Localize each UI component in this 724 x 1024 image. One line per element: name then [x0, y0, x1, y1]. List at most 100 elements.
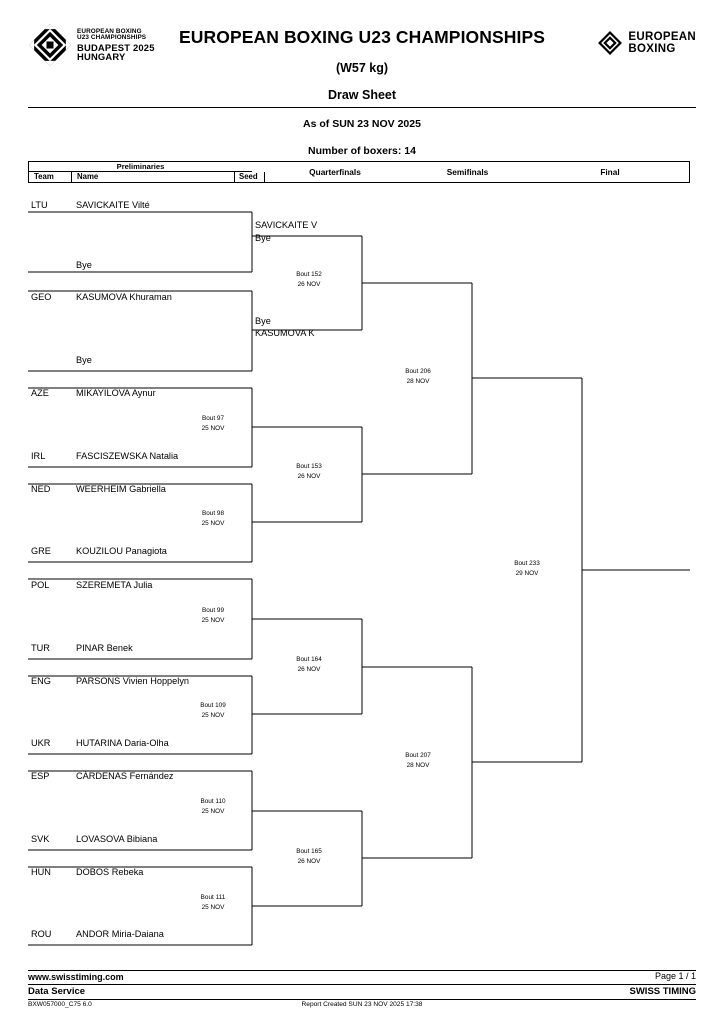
prelim-team-13: ROU — [31, 929, 52, 939]
prelim-team-8: ENG — [31, 676, 51, 686]
sf-bout-1-id: Bout 207 — [405, 752, 431, 759]
qf-bout-1-date: 26 NOV — [297, 472, 321, 480]
colhead-quarterfinals: Quarterfinals — [309, 167, 361, 177]
qf-bout-3-date: 26 NOV — [297, 857, 321, 865]
prelim-name-7: PINAR Benek — [76, 643, 133, 653]
event-logo-line2: U23 CHAMPIONSHIPS — [77, 34, 147, 42]
prelim-team-11: SVK — [31, 834, 50, 844]
prelim-bout-3: Bout 109 25 NOV — [176, 701, 250, 720]
footer-report-code: BXW057000_C75 6.0 — [28, 1001, 92, 1008]
footer-report-created: Report Created SUN 23 NOV 2025 17:38 — [301, 1001, 423, 1008]
prelim-bout-3-date: 25 NOV — [201, 711, 225, 719]
footer-divider-bottom — [28, 999, 696, 1000]
document-type-label: Draw Sheet — [327, 88, 397, 102]
page-header: EUROPEAN BOXING U23 CHAMPIONSHIPS BUDAPE… — [0, 0, 724, 110]
final-bout-date: 29 NOV — [515, 569, 539, 577]
prelim-bout-5-date: 25 NOV — [201, 903, 225, 911]
sf-bout-1-date: 28 NOV — [406, 761, 430, 769]
prelim-team-9: UKR — [31, 738, 51, 748]
federation-logo: EUROPEAN BOXING — [597, 30, 696, 56]
prelim-name-13: ANDOR Miria-Daiana — [76, 929, 164, 939]
prelim-bout-2-id: Bout 99 — [201, 607, 225, 614]
prelim-team-12: HUN — [31, 867, 51, 877]
prelim-name-0: SAVICKAITE Vilté — [76, 200, 150, 210]
prelim-team-2: AZE — [31, 388, 49, 398]
colhead-name: Name — [72, 172, 235, 182]
as-of-date: As of SUN 23 NOV 2025 — [303, 118, 421, 130]
prelim-bout-0-date: 25 NOV — [201, 424, 225, 432]
prelim-bout-5-id: Bout 111 — [200, 894, 226, 901]
prelim-name-9: HUTARINA Daria-Olha — [76, 738, 169, 748]
prelim-team-4: NED — [31, 484, 51, 494]
header-divider — [28, 107, 696, 108]
prelim-name-11: LOVASOVA Bibiana — [76, 834, 158, 844]
federation-logo-line2: BOXING — [628, 43, 676, 55]
sf-bout-0: Bout 206 28 NOV — [381, 367, 455, 386]
prelim-name-3: FASCISZEWSKA Natalia — [76, 451, 179, 461]
footer-website[interactable]: www.swisstiming.com — [28, 972, 124, 982]
prelim-team-6: POL — [31, 580, 50, 590]
event-logo: EUROPEAN BOXING U23 CHAMPIONSHIPS BUDAPE… — [28, 22, 178, 68]
prelim-name-10: CÁRDENAS Fernández — [76, 771, 174, 781]
prelim-team-0: LTU — [31, 200, 48, 210]
colhead-preliminaries: Preliminaries — [29, 162, 252, 172]
prelim-bout-4-date: 25 NOV — [201, 807, 225, 815]
qf-bout-0-date: 26 NOV — [297, 280, 321, 288]
prelim-bout-5: Bout 111 25 NOV — [176, 893, 250, 912]
qf-bout-1: Bout 153 26 NOV — [272, 462, 346, 481]
prelim-bout-1: Bout 98 25 NOV — [176, 509, 250, 528]
colhead-seed: Seed — [235, 172, 265, 182]
qf-name-1: Bye — [255, 233, 271, 243]
prelim-bout-4-id: Bout 110 — [200, 798, 226, 805]
event-logo-line3: BUDAPEST 2025 — [77, 41, 155, 53]
footer-divider-mid — [28, 984, 696, 985]
qf-bout-3-id: Bout 165 — [296, 848, 322, 855]
prelim-opponent-1: Bye — [76, 355, 92, 365]
colhead-final: Final — [600, 167, 620, 177]
sf-bout-0-id: Bout 206 — [405, 368, 431, 375]
european-boxing-diamond-icon — [598, 31, 623, 55]
round-column-headers: Preliminaries Team Name Seed Quarterfina… — [28, 161, 690, 183]
prelim-name-6: SZEREMETA Julia — [76, 580, 153, 590]
qf-bout-3: Bout 165 26 NOV — [272, 847, 346, 866]
page-footer: www.swisstiming.com Page 1 / 1 Data Serv… — [0, 960, 724, 1024]
qf-name-0: SAVICKAITE V — [255, 220, 318, 230]
sf-bout-0-date: 28 NOV — [406, 377, 430, 385]
prelim-bout-2-date: 25 NOV — [201, 616, 225, 624]
page-title: EUROPEAN BOXING U23 CHAMPIONSHIPS — [179, 27, 545, 47]
event-logo-line4: HUNGARY — [77, 50, 126, 62]
qf-bout-0: Bout 152 26 NOV — [272, 270, 346, 289]
prelim-team-7: TUR — [31, 643, 50, 653]
prelim-team-3: IRL — [31, 451, 46, 461]
prelim-name-1: KASUMOVA Khuraman — [76, 292, 172, 302]
prelim-opponent-0: Bye — [76, 260, 92, 270]
qf-bout-0-id: Bout 152 — [296, 271, 322, 278]
prelim-team-5: GRE — [31, 546, 51, 556]
colhead-semifinals: Semifinals — [446, 167, 489, 177]
footer-brand: SWISS TIMING — [629, 986, 697, 997]
prelim-name-12: DOBOS Rebeka — [76, 867, 144, 877]
prelim-name-2: MIKAYILOVA Aynur — [76, 388, 156, 398]
prelim-name-4: WEERHEIM Gabriella — [76, 484, 166, 494]
footer-divider-top — [28, 970, 696, 971]
qf-bout-2: Bout 164 26 NOV — [272, 655, 346, 674]
prelim-name-8: PARSONS Vivien Hoppelyn — [76, 676, 190, 686]
colhead-border — [28, 161, 690, 183]
budapest-2025-diamond-icon — [28, 23, 72, 67]
prelim-team-10: ESP — [31, 771, 50, 781]
prelim-team-1: GEO — [31, 292, 52, 302]
prelim-bout-2: Bout 99 25 NOV — [176, 606, 250, 625]
qf-bout-2-date: 26 NOV — [297, 665, 321, 673]
qf-bout-2-id: Bout 164 — [296, 656, 322, 663]
prelim-bout-1-date: 25 NOV — [201, 519, 225, 527]
footer-data-service: Data Service — [28, 986, 86, 997]
event-logo-line1: EUROPEAN BOXING — [77, 27, 142, 35]
final-bout: Bout 233 29 NOV — [490, 559, 564, 578]
footer-page-number: Page 1 / 1 — [654, 971, 696, 981]
prelim-name-5: KOUZILOU Panagiota — [76, 546, 167, 556]
prelim-bout-4: Bout 110 25 NOV — [176, 797, 250, 816]
qf-bout-1-id: Bout 153 — [296, 463, 322, 470]
colhead-team: Team — [29, 172, 72, 182]
federation-logo-line1: EUROPEAN — [628, 30, 696, 43]
prelim-bout-1-id: Bout 98 — [201, 510, 225, 517]
